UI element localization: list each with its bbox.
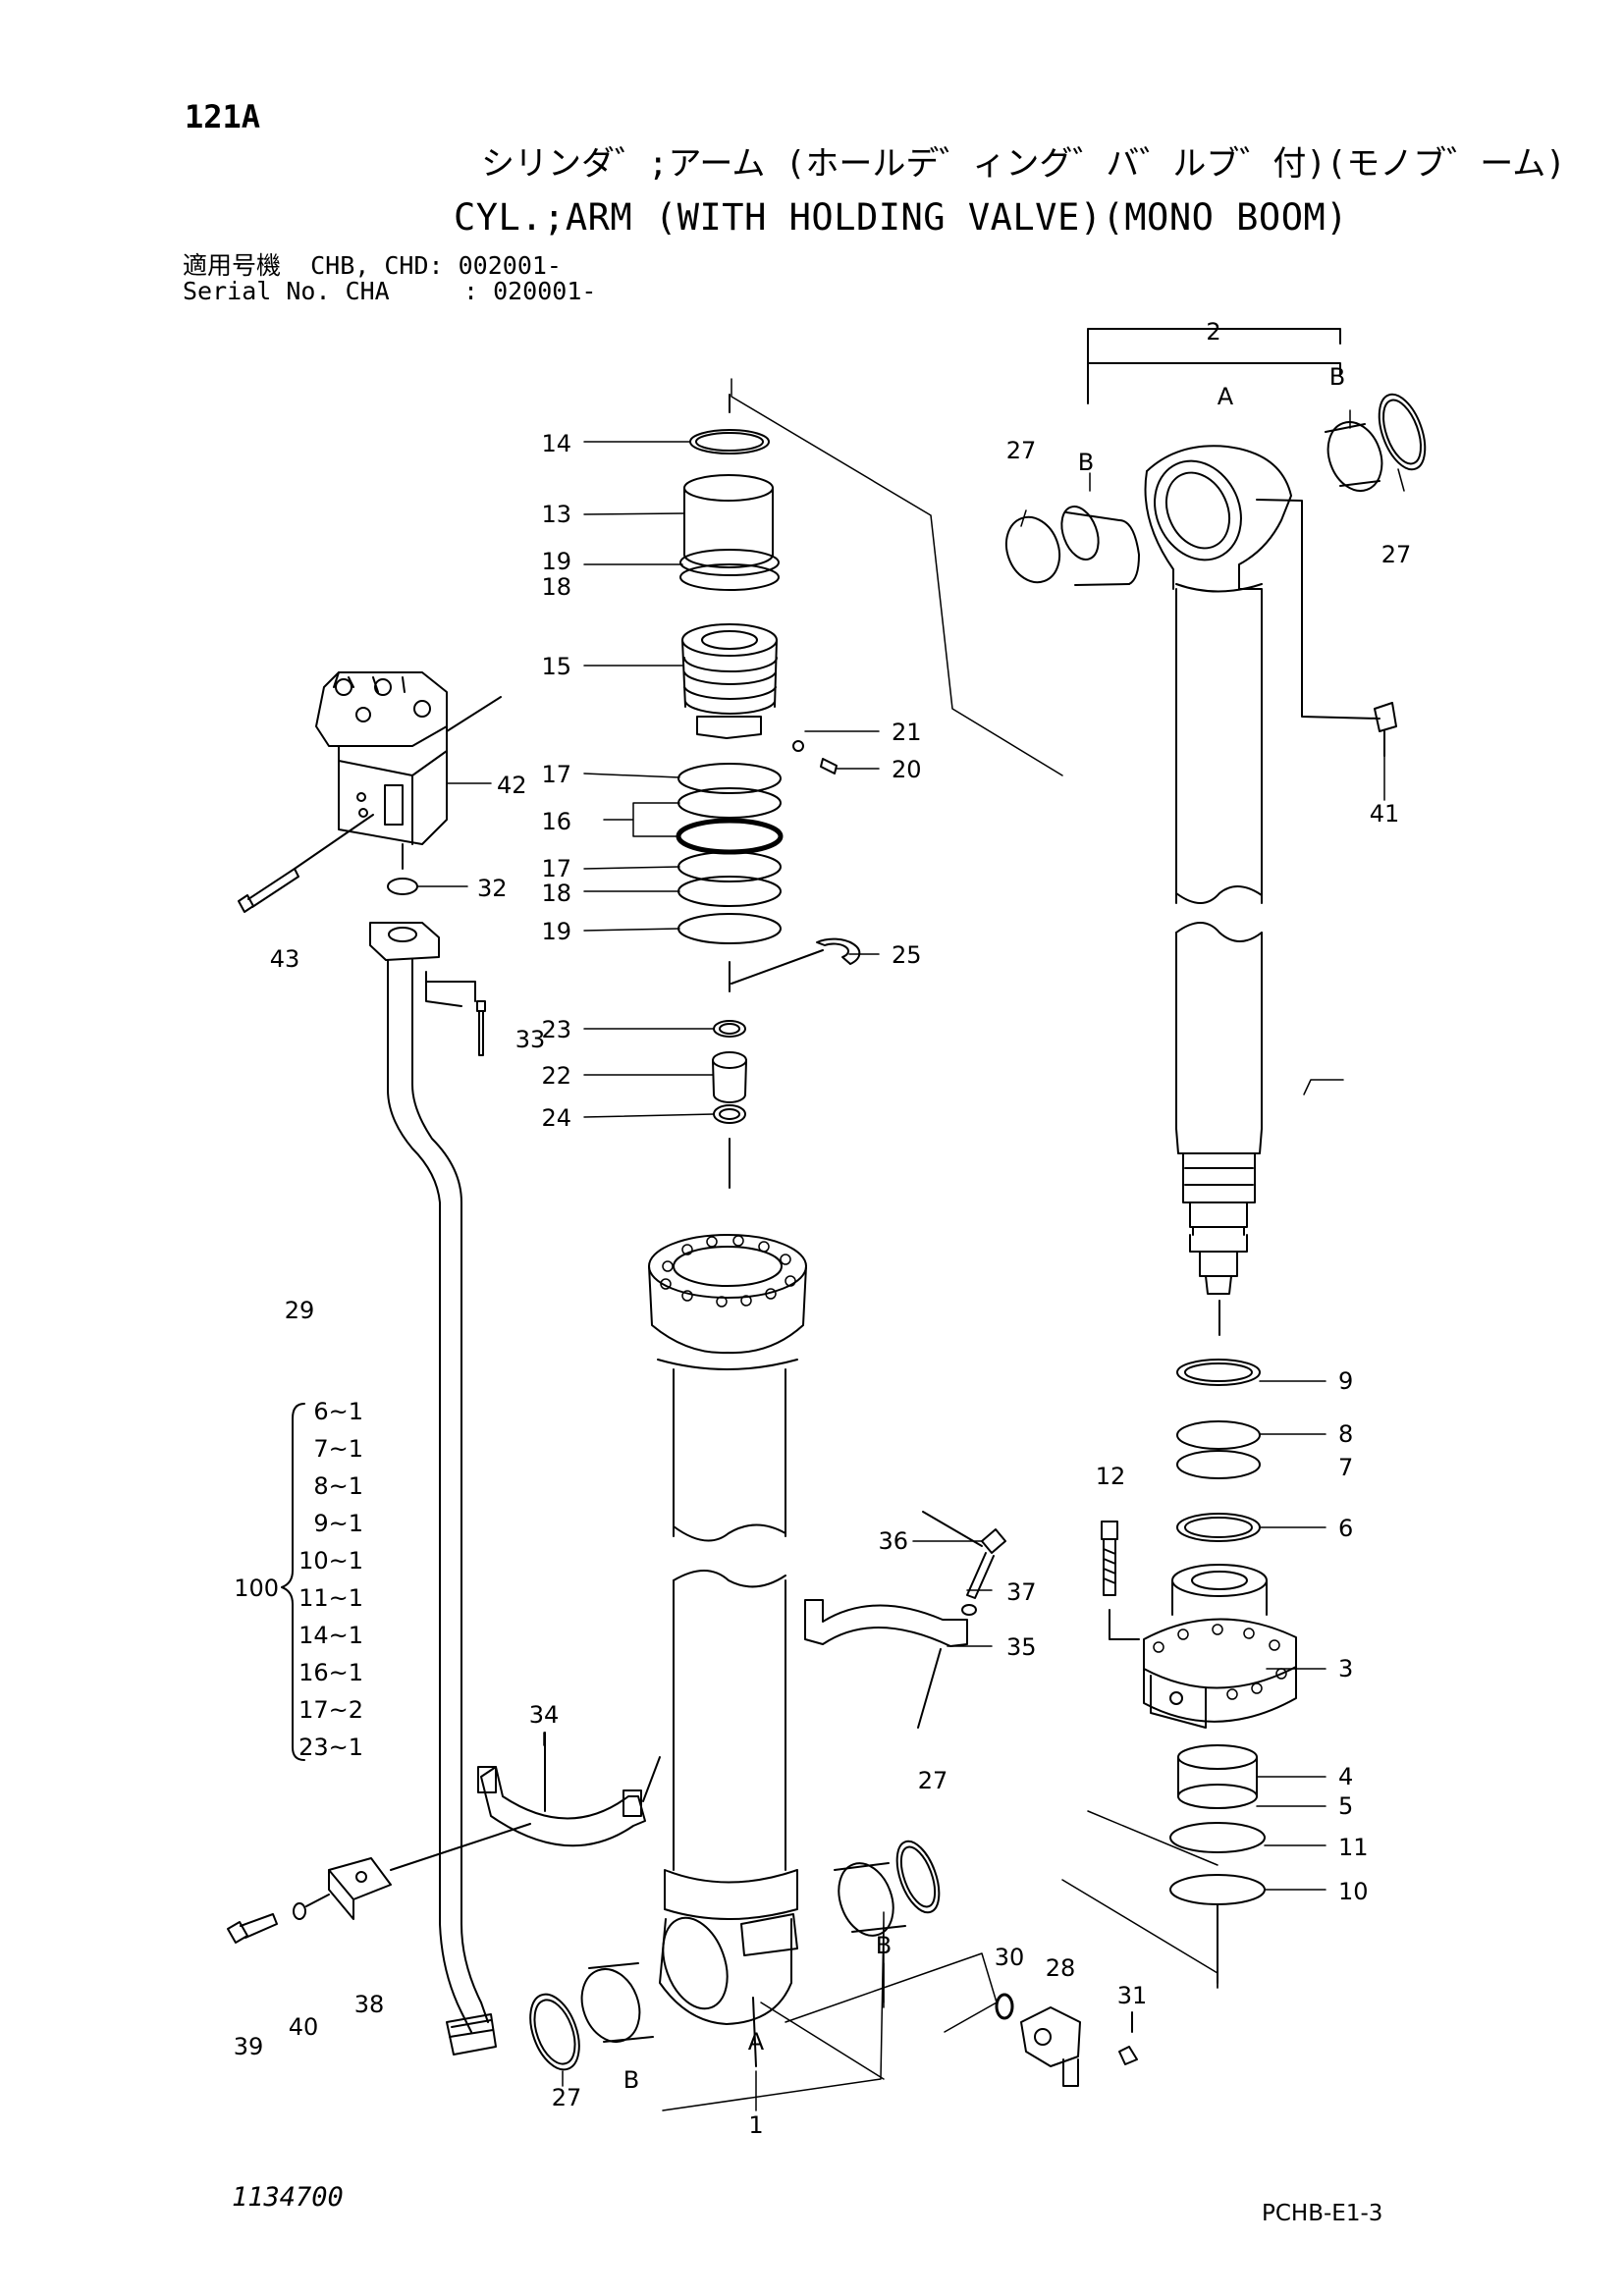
callout-27d: 27	[552, 2084, 582, 2111]
callout-6: 6	[1338, 1515, 1353, 1542]
kit-100-item: 7~1	[313, 1435, 363, 1463]
kit-100-item: 9~1	[313, 1510, 363, 1537]
page-code: 121A	[185, 98, 261, 135]
title-japanese: シリンダ゛;アーム (ホールデ゛ィング゛バ゛ルブ゛付)(モノブ゛ーム)	[481, 144, 1566, 184]
callout-35: 35	[1006, 1633, 1037, 1661]
holding-valve	[227, 671, 1006, 2056]
callout-2: 2	[1206, 318, 1220, 346]
kit-100-item: 14~1	[298, 1622, 363, 1649]
callout-38: 38	[354, 1991, 385, 2018]
kit-100-item: 16~1	[298, 1659, 363, 1686]
callout-27a: 27	[1006, 437, 1037, 464]
callout-32: 32	[477, 875, 508, 902]
kit-100-item: 8~1	[313, 1472, 363, 1500]
callout-11: 11	[1338, 1834, 1369, 1861]
callout-36: 36	[878, 1527, 908, 1555]
serial-line-1: 適用号機 CHB, CHD: 002001-	[183, 251, 562, 280]
drawing-number: 1134700	[232, 2182, 344, 2213]
callout-18a: 18	[541, 573, 571, 601]
serial-line-2: Serial No. CHA : 020001-	[183, 277, 597, 305]
callout-100: 100	[234, 1575, 279, 1602]
kit-100-list: 6~1 7~1 8~1 9~1 10~1 11~1 14~1 16~1 17~2 23~1	[298, 1398, 363, 1761]
callout-25: 25	[892, 941, 922, 969]
callout-24: 24	[541, 1104, 571, 1132]
callout-43: 43	[270, 945, 300, 973]
kit-100-item: 10~1	[298, 1547, 363, 1575]
kit-brace	[281, 1403, 305, 1761]
ref-a-top: A	[1218, 383, 1234, 410]
callout-27c: 27	[918, 1767, 948, 1794]
callout-9: 9	[1338, 1367, 1353, 1395]
callout-20: 20	[892, 756, 922, 783]
callout-27b: 27	[1381, 541, 1412, 568]
callout-labels: 14 13 19 18 15 21 20 17 16 17 18 19 25 2…	[234, 318, 1412, 2139]
kit-100-item: 11~1	[298, 1584, 363, 1612]
callout-15: 15	[541, 653, 571, 680]
callout-31: 31	[1117, 1982, 1148, 2009]
callout-3: 3	[1338, 1655, 1353, 1682]
callout-5: 5	[1338, 1792, 1353, 1820]
ref-b-top2: B	[1078, 449, 1094, 476]
kit-100-item: 6~1	[313, 1398, 363, 1425]
callout-17b: 17	[541, 855, 571, 882]
bushings-top	[1004, 328, 1427, 586]
callout-22: 22	[541, 1062, 571, 1090]
callout-1: 1	[748, 2111, 763, 2139]
callout-12: 12	[1096, 1463, 1126, 1490]
callout-16: 16	[541, 808, 571, 835]
piston-rod	[1144, 445, 1397, 1336]
leader-lines	[416, 378, 1405, 2111]
callout-29: 29	[285, 1297, 315, 1324]
callout-7: 7	[1338, 1454, 1353, 1481]
reference-letters: A B B B A B	[623, 363, 1345, 2094]
callout-8: 8	[1338, 1420, 1353, 1448]
cylinder-tube	[648, 1234, 807, 2067]
callout-23: 23	[541, 1016, 571, 1043]
callout-39: 39	[234, 2033, 264, 2060]
callout-4: 4	[1338, 1763, 1353, 1790]
callout-17a: 17	[541, 761, 571, 788]
kit-100-item: 23~1	[298, 1734, 363, 1761]
callout-21: 21	[892, 719, 922, 746]
callout-10: 10	[1338, 1878, 1369, 1905]
callout-14: 14	[541, 430, 571, 457]
callout-19b: 19	[541, 918, 571, 945]
callout-41: 41	[1370, 800, 1400, 828]
kit-100-item: 17~2	[298, 1696, 363, 1724]
callout-42: 42	[497, 772, 527, 799]
callout-30: 30	[995, 1944, 1025, 1971]
callout-28: 28	[1046, 1954, 1076, 1982]
ref-b-top1: B	[1329, 363, 1345, 391]
callout-37: 37	[1006, 1578, 1037, 1606]
ref-a-bottom: A	[748, 2028, 765, 2056]
bushings-bottom	[529, 1840, 1138, 2087]
callout-18b: 18	[541, 880, 571, 907]
center-stack	[676, 394, 861, 1189]
callout-34: 34	[529, 1701, 560, 1729]
page-reference: PCHB-E1-3	[1262, 2201, 1383, 2226]
callout-33: 33	[515, 1026, 546, 1053]
ref-b-bottom2: B	[623, 2066, 639, 2094]
callout-19a: 19	[541, 548, 571, 575]
callout-40: 40	[289, 2013, 319, 2041]
callout-13: 13	[541, 501, 571, 528]
title-english: CYL.;ARM (WITH HOLDING VALVE)(MONO BOOM)	[454, 196, 1349, 239]
ref-b-bottom1: B	[876, 1932, 892, 1959]
